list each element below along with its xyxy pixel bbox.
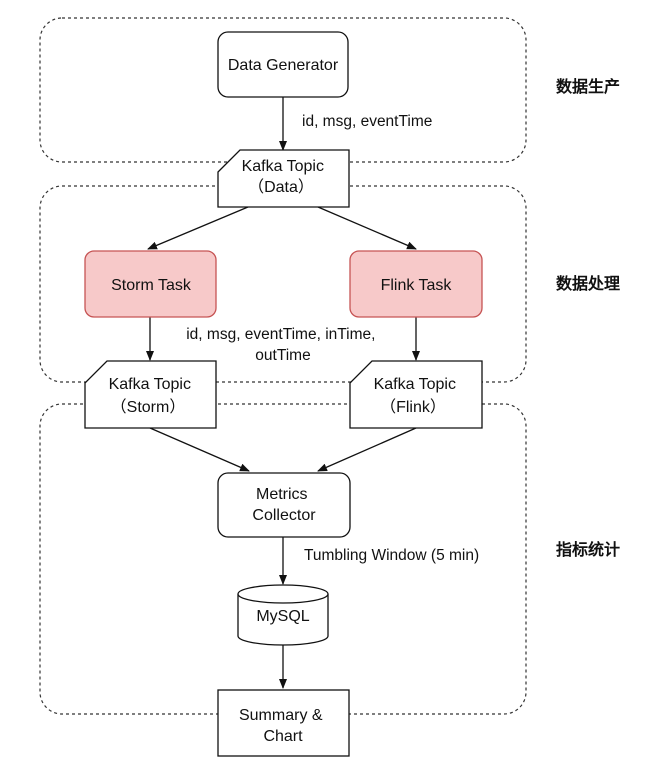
summary-chart-label: Summary & Chart [239,707,327,745]
flink-task-box [349,250,483,318]
edge-kafka-flink-to-collector [317,427,417,472]
summary-chart-box [217,689,350,757]
edge-kafka-data-to-flink-task [317,206,417,250]
summary-chart-node: Summary & Chart [217,689,350,757]
kafka-topic-storm-shape [84,360,217,429]
stage-label-production: 数据生产 [556,77,620,96]
data-generator-box [217,31,349,98]
kafka-topic-data-shape [217,149,350,208]
storm-task-label: Storm Task [111,277,192,294]
storm-task-node: Storm Task [84,250,217,318]
mysql-database-node: MySQL [237,584,329,646]
processing-stage-group [39,185,527,383]
data-generator-node: Data Generator [217,31,349,98]
kafka-topic-flink-shape [349,360,483,429]
flink-task-node: Flink Task [349,250,483,318]
mysql-label: MySQL [256,608,309,625]
flink-task-label: Flink Task [381,277,453,294]
kafka-topic-data-label: Kafka Topic （Data） [242,158,329,196]
edge-label-task-output-fields: id, msg, eventTime, inTime, outTime [186,326,380,364]
metrics-collector-node: Metrics Collector [217,472,351,538]
metrics-collector-label: Metrics Collector [252,486,316,524]
mysql-cylinder-body [237,594,329,646]
kafka-topic-storm-label: Kafka Topic （Storm） [109,376,196,416]
stage-label-processing: 数据处理 [556,274,620,293]
stage-label-statistics: 指标统计 [556,540,620,559]
kafka-topic-storm-node: Kafka Topic （Storm） [84,360,217,429]
data-generator-label: Data Generator [228,57,339,74]
storm-task-box [84,250,217,318]
kafka-topic-flink-node: Kafka Topic （Flink） [349,360,483,429]
edge-label-task-output-line-1: id, msg, eventTime, inTime, [186,326,375,343]
edge-labels: id, msg, eventTime id, msg, eventTime, i… [186,113,479,564]
metrics-collector-box [217,472,351,538]
edges [146,97,420,689]
kafka-topic-data-node: Kafka Topic （Data） [217,149,350,208]
edge-label-tumbling-window: Tumbling Window (5 min) [304,547,479,564]
kafka-topic-flink-label: Kafka Topic （Flink） [374,376,461,416]
edge-label-task-output-line-2: outTime [255,347,310,364]
edge-kafka-data-to-storm-task [147,206,249,250]
edge-label-generator-fields: id, msg, eventTime [302,113,432,130]
nodes: Data Generator Kafka Topic （Data） Storm … [84,31,483,757]
stage-labels: 数据生产 数据处理 指标统计 [556,77,620,559]
mysql-cylinder-top [237,584,329,604]
edge-kafka-storm-to-collector [149,427,250,472]
